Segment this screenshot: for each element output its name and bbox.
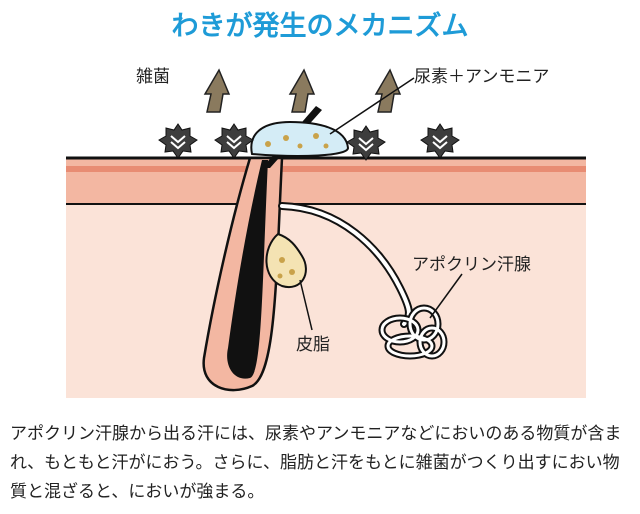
- sebum-dots: [277, 257, 295, 279]
- sweat-droplet: [250, 120, 350, 157]
- label-sebum: 皮脂: [296, 335, 330, 355]
- diagram-title: わきが発生のメカニズム: [171, 11, 469, 42]
- sebum-leader-line: [299, 279, 313, 331]
- odor-arrows: [203, 68, 402, 113]
- explanation-text: アポクリン汗腺から出る汗には、尿素やアンモニアなどにおいのある物質が含まれ、もと…: [10, 424, 622, 502]
- odor-arrow-2: [288, 68, 316, 113]
- label-bacteria: 雑菌: [136, 67, 170, 87]
- hair-root: [227, 160, 268, 379]
- apocrine-duct-inner: [280, 204, 411, 326]
- skin-stripe: [66, 166, 586, 172]
- urea-leader-line: [329, 77, 415, 135]
- bacteria-chevrons: [170, 135, 448, 152]
- apocrine-leader-line: [429, 273, 463, 319]
- armpit-odor-diagram: 雑菌 尿素＋アンモニア アポクリン汗腺 皮脂: [66, 67, 586, 398]
- sebaceous-gland: [265, 232, 307, 289]
- sweat-dots: [265, 133, 329, 149]
- apocrine-gland-coil: [378, 304, 448, 360]
- upper-skin-layer: [66, 158, 586, 204]
- odor-arrow-3: [374, 68, 402, 113]
- label-urea-ammonia: 尿素＋アンモニア: [414, 67, 549, 87]
- label-apocrine-gland: アポクリン汗腺: [412, 255, 531, 275]
- lower-skin-layer: [66, 188, 586, 398]
- odor-arrow-1: [203, 68, 231, 113]
